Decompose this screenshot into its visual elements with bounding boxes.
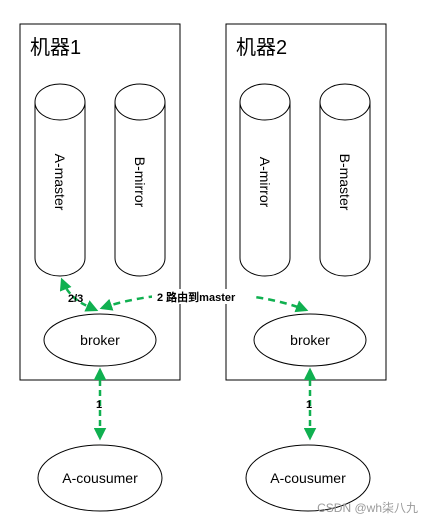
machine2-broker: [253, 313, 367, 367]
machine2-queue-left-label: A-mirror: [257, 157, 273, 208]
consumer-left-label: A-cousumer: [62, 470, 138, 486]
consumer-right: [245, 444, 371, 512]
machine2-queue-right-label: B-master: [337, 154, 353, 211]
machine2-broker-label: broker: [290, 332, 330, 348]
machine1-queue-left: A-master: [34, 83, 86, 277]
machine2-queue-right: B-master: [319, 83, 371, 277]
machine1-queue-right: B-mirror: [114, 83, 166, 277]
machine1-broker-label: broker: [80, 332, 120, 348]
consumer-left: [37, 444, 163, 512]
machine2-title: 机器2: [236, 36, 287, 59]
machine1-queue-right-label: B-mirror: [132, 157, 148, 208]
consumer-right-label: A-cousumer: [270, 470, 346, 486]
edge-label-queue-to-broker: 2/3: [68, 293, 83, 305]
machine2-queue-left: A-mirror: [239, 83, 291, 277]
machine1-broker: [43, 313, 157, 367]
arrow-queue-to-broker: [59, 277, 99, 312]
machine1-queue-left-label: A-master: [52, 154, 68, 211]
watermark: CSDN @wh柒八九: [317, 501, 418, 515]
edge-label-route: 2 路由到master: [157, 290, 236, 304]
edge-label-consumer-left: 1: [96, 399, 102, 411]
arrow-route-to-master: [99, 292, 309, 313]
machine1-title: 机器1: [30, 36, 81, 59]
edge-label-consumer-right: 1: [306, 399, 312, 411]
